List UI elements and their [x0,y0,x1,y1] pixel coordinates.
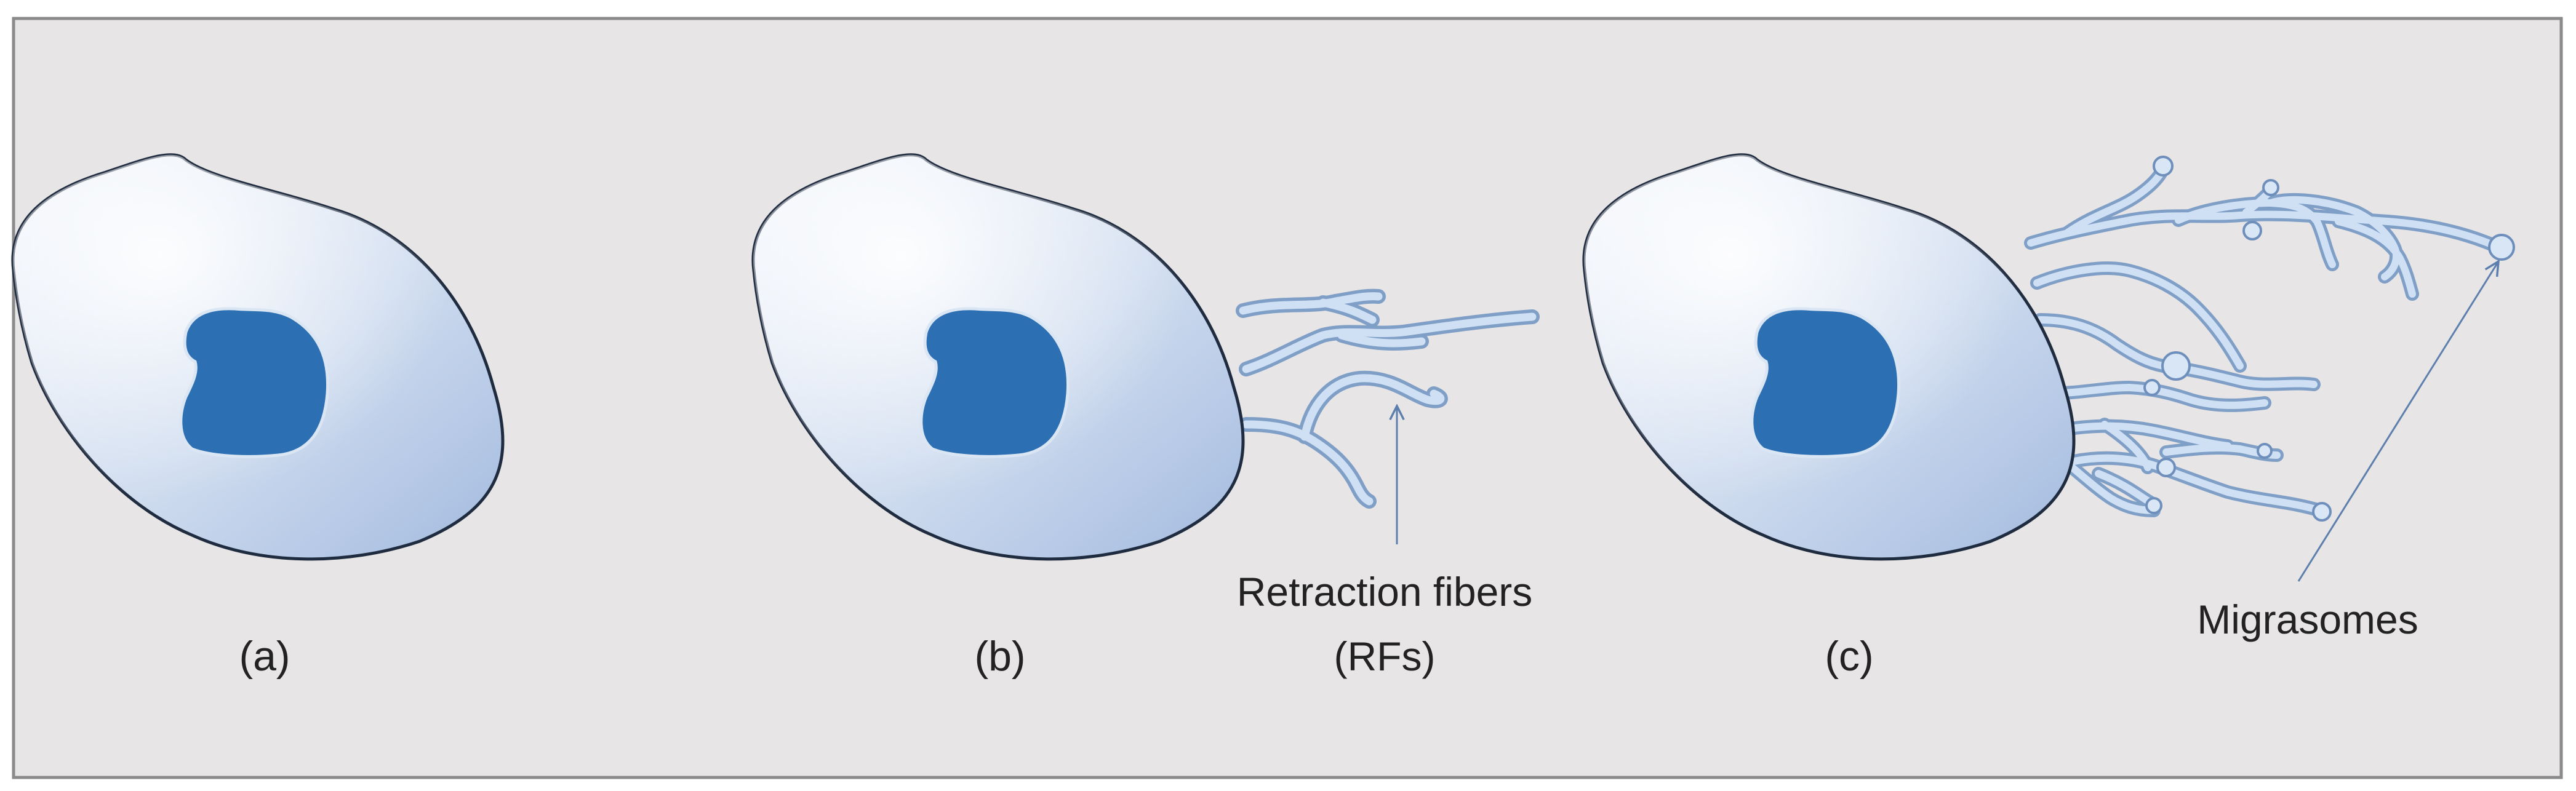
retraction-fibers [1236,288,1540,509]
retraction-fibers-label: Retraction fibers [1237,569,1533,614]
cell-b [753,155,1540,559]
cell-c [1584,155,2515,559]
migrasome-arrow [2297,261,2498,582]
migrasomes [2143,156,2515,522]
migrasomes-label: Migrasomes [2197,597,2418,642]
panel-label-c: (c) [1825,633,1873,680]
panel-label-a: (a) [239,633,290,680]
panel-label-b: (b) [974,633,1025,680]
retraction-fibers-abbrev: (RFs) [1334,634,1436,679]
